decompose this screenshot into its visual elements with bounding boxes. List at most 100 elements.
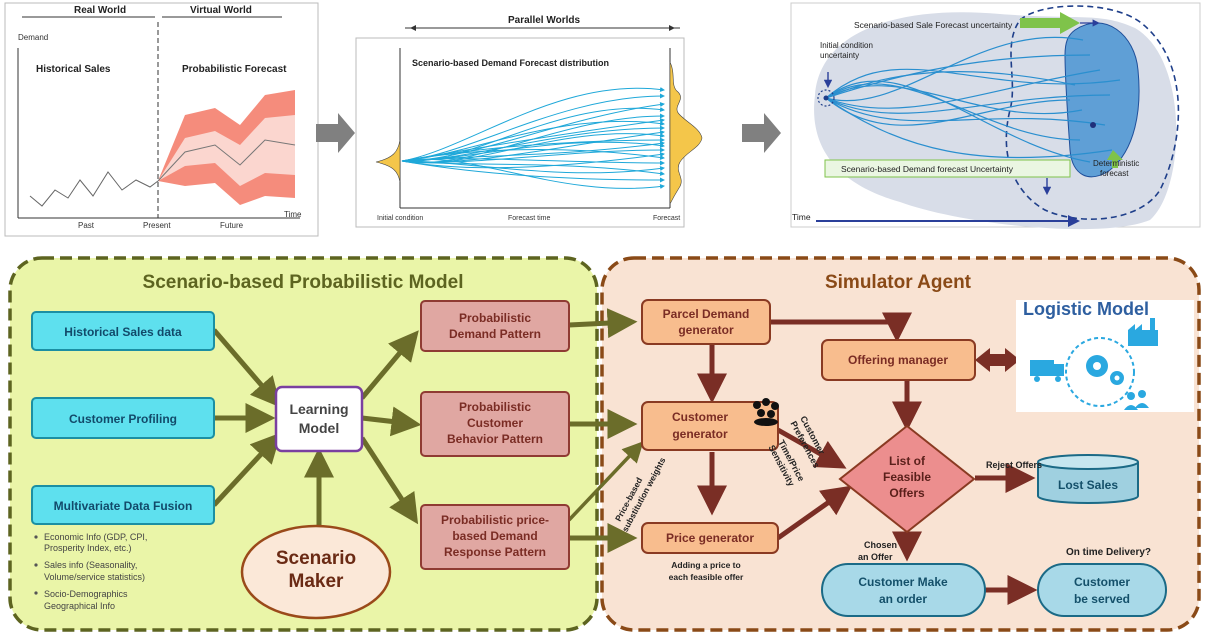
chosen-label-1: Chosen xyxy=(864,540,897,550)
node-offering-manager: Offering manager xyxy=(821,339,976,381)
node-lost-sales: Lost Sales xyxy=(1037,454,1139,504)
node-customer-make-order: Customer Make an order xyxy=(821,563,986,617)
initial-distribution xyxy=(375,139,401,183)
trajectory-line xyxy=(401,158,665,190)
uncertainty-trajectory xyxy=(825,94,1111,114)
node-data-fusion: Multivariate Data Fusion xyxy=(31,485,215,525)
crowd-icon xyxy=(753,398,779,426)
forecast-inner-band xyxy=(158,115,295,186)
future-label: Future xyxy=(220,221,244,230)
behavior-pattern-text-3: Behavior Pattern xyxy=(447,432,543,446)
price-to-offers xyxy=(776,485,853,541)
customer-gen-text-2: generator xyxy=(672,427,728,441)
node-customer-generator: Customer generator xyxy=(641,398,779,451)
demand-uncertainty-box xyxy=(824,159,1071,178)
panel-parallel-worlds: Parallel Worlds Scenario-based Demand Fo… xyxy=(355,15,703,228)
trajectory-line xyxy=(401,152,665,169)
deterministic-forecast-dot xyxy=(1090,122,1096,128)
panel-uncertainty: Initial condition uncertainty Scenario-b… xyxy=(790,2,1201,230)
initial-condition-label: Initial condition xyxy=(377,215,423,222)
scenario-text-2: Maker xyxy=(289,571,345,592)
forecast-label: Forecast xyxy=(653,215,680,222)
factory-icon xyxy=(1128,318,1158,346)
present-label: Present xyxy=(143,221,171,230)
uncertainty-trajectories xyxy=(825,36,1121,163)
customer-to-offers xyxy=(776,427,847,469)
agent-title: Simulator Agent xyxy=(825,272,972,293)
gears-icon xyxy=(1086,355,1124,385)
learning-text-2: Model xyxy=(299,420,339,436)
forecast-median-line xyxy=(157,139,296,182)
probabilistic-forecast-label: Probabilistic Forecast xyxy=(182,64,287,75)
historical-sales-label: Historical Sales xyxy=(36,64,111,75)
uncertainty-dashed-boundary xyxy=(1005,5,1180,220)
time-label: Time xyxy=(792,212,811,222)
node-customer-served: Customer be served xyxy=(1037,563,1167,617)
parallel-worlds-label: Parallel Worlds xyxy=(508,15,581,26)
price-note-1: Adding a price to xyxy=(671,560,740,570)
panel-forecast-timeline: Real World Virtual World Demand Historic… xyxy=(4,2,319,237)
node-learning-model: Learning Model xyxy=(274,385,364,453)
trajectory-line xyxy=(401,160,665,176)
bullet-economic-1: Economic Info (GDP, CPI, xyxy=(44,532,147,542)
node-historical-sales: Historical Sales data xyxy=(31,311,215,351)
flow-arrow-2 xyxy=(742,113,781,153)
historical-sales-text: Historical Sales data xyxy=(64,325,182,339)
bullet-socio: Socio-Demographics xyxy=(44,589,128,599)
distribution-title: Scenario-based Demand Forecast distribut… xyxy=(412,58,609,68)
demand-pattern-text-1: Probabilistic xyxy=(459,311,531,325)
on-time-delivery-label: On time Delivery? xyxy=(1066,547,1151,558)
initial-uncertainty-label-2: uncertainty xyxy=(820,51,859,60)
fusion-to-learning xyxy=(212,432,282,507)
node-demand-pattern: Probabilistic Demand Pattern xyxy=(420,300,570,352)
historical-sales-line xyxy=(29,171,159,207)
feasible-text-2: Feasible xyxy=(883,470,931,484)
learning-to-pattern3 xyxy=(359,436,419,525)
scenario-trajectories xyxy=(401,86,665,190)
served-text-1: Customer xyxy=(1074,575,1130,589)
node-parcel-generator: Parcel Demand generator xyxy=(641,299,771,345)
pattern3-to-customer xyxy=(567,441,644,522)
trajectory-line xyxy=(401,149,665,162)
lost-sales-text: Lost Sales xyxy=(1058,478,1118,492)
learning-to-pattern2 xyxy=(361,406,422,437)
demand-uncertainty-label: Scenario-based Demand forecast Uncertain… xyxy=(841,164,1014,174)
uncertainty-trajectory xyxy=(825,97,1071,126)
parcel-to-offering xyxy=(770,312,912,343)
data-fusion-text: Multivariate Data Fusion xyxy=(54,499,193,513)
trajectory-line xyxy=(401,86,665,162)
truck-icon xyxy=(1030,360,1064,382)
uncertainty-trajectory xyxy=(825,68,1121,99)
people-icon xyxy=(1124,390,1149,410)
customer-gen-text-1: Customer xyxy=(672,410,728,424)
parcel-text-1: Parcel Demand xyxy=(663,307,750,321)
sale-uncertainty-arrow xyxy=(1020,12,1080,34)
price-note-2: each feasible offer xyxy=(669,572,744,582)
price-gen-text: Price generator xyxy=(666,531,754,545)
uncertainty-trajectory xyxy=(825,80,1091,163)
uncertainty-trajectory xyxy=(825,85,1083,115)
scenario-text-1: Scenario xyxy=(276,548,356,569)
node-scenario-maker: Scenario Maker xyxy=(240,524,392,620)
chosen-label-2: an Offer xyxy=(858,552,893,562)
reject-offers-label: Reject Offers xyxy=(986,460,1042,470)
bullet-geographical: Geographical Info xyxy=(44,601,115,611)
make-order-text-2: an order xyxy=(879,592,927,606)
sale-uncertainty-label: Scenario-based Sale Forecast uncertainty xyxy=(854,20,1013,30)
learning-to-pattern1 xyxy=(360,330,419,400)
uncertainty-trajectory xyxy=(825,36,1084,102)
data-fusion-bullets: Economic Info (GDP, CPI, Prosperity Inde… xyxy=(34,532,147,611)
deterministic-label-1: Deterministic xyxy=(1093,159,1139,168)
forecast-distribution xyxy=(669,61,703,205)
bullet-sales-2: Volume/service statistics) xyxy=(44,572,145,582)
trajectory-line xyxy=(401,160,665,174)
learning-text-1: Learning xyxy=(289,401,348,417)
parcel-text-2: generator xyxy=(678,323,734,337)
node-price-response-pattern: Probabilistic price- based Demand Respon… xyxy=(420,504,570,570)
deterministic-arrow xyxy=(1107,150,1123,168)
offering-text: Offering manager xyxy=(848,353,948,367)
pattern1-to-parcel xyxy=(568,308,638,339)
behavior-pattern-text-1: Probabilistic xyxy=(459,400,531,414)
node-customer-profiling: Customer Profiling xyxy=(31,397,215,439)
